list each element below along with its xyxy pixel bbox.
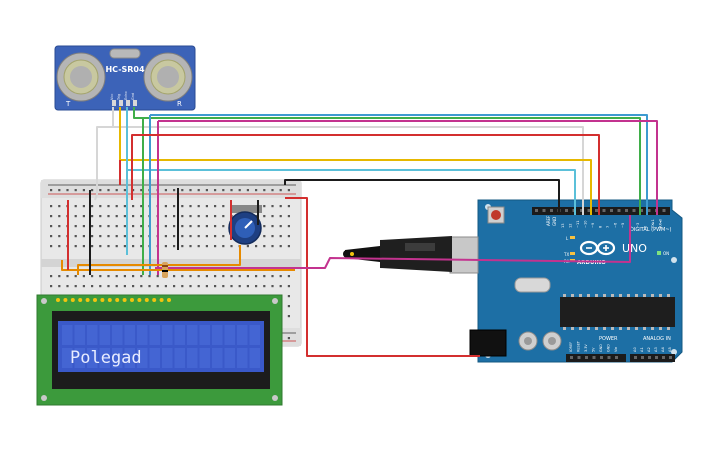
wire-white-top: [97, 126, 584, 215]
wire-red-top: [131, 134, 600, 215]
led-l-label: L: [566, 236, 569, 241]
analog-pin-label: A3: [654, 347, 658, 352]
lcd-character-cells: [62, 325, 260, 368]
led-tx-label: TX: [563, 252, 569, 257]
wire-green: [133, 107, 641, 215]
power-pin-label: 5V: [592, 347, 596, 352]
wire-cyan: [126, 107, 576, 215]
power-pin-label: RESET: [577, 340, 581, 352]
digital-pin-label: 7: [606, 226, 610, 228]
digital-pin-label: ~6: [614, 222, 618, 228]
power-pin-label: IOREF: [569, 342, 573, 352]
wire-yellow: [119, 107, 592, 215]
digital-pin-label: ~10: [584, 220, 588, 228]
power-label: POWER: [599, 336, 618, 342]
analog-pin-label: A2: [647, 347, 651, 352]
digital-pin-label: 12: [569, 223, 573, 228]
digital-pin-label: 2: [644, 226, 648, 228]
wire-magenta: [158, 120, 658, 215]
digital-pin-label: ~9: [591, 222, 595, 228]
arduino-brand-label: ARDUINO: [577, 260, 606, 266]
analog-pin-label: A5: [668, 347, 672, 352]
on-led-label: ON: [663, 251, 669, 256]
sensor-model-label: HC-SR04: [105, 65, 145, 74]
sensor-pin-gnd-label: Gnd: [131, 93, 135, 100]
analog-in-label: ANALOG IN: [643, 336, 671, 342]
lcd-module[interactable]: Polegad: [36, 294, 283, 406]
power-pin-label: Vin: [614, 347, 618, 352]
sensor-corner-right: R: [177, 100, 182, 108]
arduino-logo: [579, 240, 616, 256]
analog-pin-label: A1: [640, 347, 644, 352]
uno-model-label: UNO: [622, 242, 647, 255]
sensor-pin-trig-label: Trig: [117, 94, 121, 101]
digital-pin-label: 13: [561, 223, 565, 228]
lcd-display-text: Polegad: [70, 348, 142, 368]
digital-pin-label: 8: [599, 225, 603, 228]
digital-pwm-label: DIGITAL (PWM~): [630, 227, 672, 233]
digital-pin-label: ~5: [621, 223, 625, 228]
digital-pin-label: ~3: [636, 223, 640, 228]
gnd-label: GND: [552, 217, 557, 226]
sensor-pin-echo-label: Echo: [124, 92, 128, 101]
wire-orange: [61, 260, 295, 271]
potentiometer: [228, 205, 262, 245]
usb-cable: [343, 236, 479, 274]
wire-black-top: [284, 179, 560, 215]
resistor: [162, 262, 168, 278]
analog-pin-label: A4: [661, 347, 665, 352]
wire-magenta-bottom: [155, 215, 631, 269]
power-pin-label: 3.3V: [584, 344, 588, 352]
power-pin-label: GND: [599, 344, 603, 352]
ultrasonic-sensor: HC-SR04 T R Vcc Trig Echo Gnd: [54, 45, 196, 111]
wire-red-5v: [285, 197, 480, 357]
digital-pin-label: TX▸1: [651, 219, 655, 229]
wires: [61, 107, 658, 357]
microcontroller-chip: [563, 294, 670, 330]
sensor-pin-vcc-label: Vcc: [110, 94, 114, 100]
wire-orange-pot: [77, 245, 241, 275]
aref-label: AREF: [546, 215, 551, 226]
sensor-corner-left: T: [65, 100, 71, 108]
digital-pin-label: ~11: [576, 220, 580, 228]
digital-pin-label: RX◂0: [659, 218, 663, 228]
power-pin-label: GND: [607, 344, 611, 352]
wire-blue: [150, 114, 648, 215]
lcd-header-pins: [56, 298, 171, 302]
analog-pin-label: A0: [633, 347, 637, 352]
